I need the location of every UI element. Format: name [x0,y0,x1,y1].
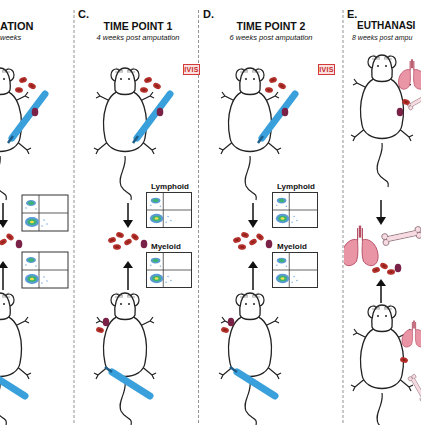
panel-title: EUTHANASI [357,20,415,32]
ivis-tag: IVIS [183,64,200,75]
plot-heading: Myeloid [151,242,181,252]
flow-plot: Myeloid [272,252,318,288]
ivis-label: IVIS [184,65,199,74]
flow-plot: Lymphoid [146,192,192,228]
ivis-tag: IVIS [318,64,335,75]
flow-plot: Lymphoid [272,192,318,228]
flow-plot: Myeloid [146,252,192,288]
plot-heading: Lymphoid [151,182,189,192]
panel-letter: D. [203,8,214,21]
euthanasia-art [344,55,421,425]
panel-title: ATION [0,20,33,33]
scatter-plot [147,253,191,287]
column-divider [74,10,343,425]
panel-title: TIME POINT 1 [80,20,196,33]
panel-subtitle: weeks [0,33,21,43]
panel-letter: C. [78,8,89,21]
plot-heading: Myeloid [277,242,307,252]
panel-title: TIME POINT 2 [205,20,337,33]
scatter-plot [147,193,191,227]
left-column-art [0,68,68,425]
panel-subtitle: 6 weeks post amputation [205,33,337,43]
scatter-plot [273,253,317,287]
scatter-plot [273,193,317,227]
panel-letter: E. [347,8,357,21]
panel-subtitle: 4 weeks post amputation [80,33,196,43]
panel-subtitle: 8 weeks post ampu [352,33,412,42]
plot-heading: Lymphoid [277,182,315,192]
ivis-label: IVIS [319,65,334,74]
